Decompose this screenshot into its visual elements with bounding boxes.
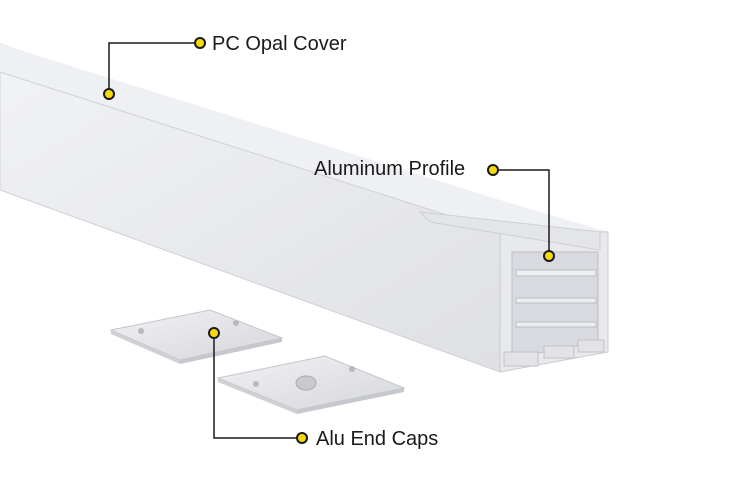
end-cap-1-edge [111,330,180,364]
end-cap-1-hole-b [233,320,239,326]
cover-marker-end [194,37,206,49]
profile-rail-mid [515,297,597,304]
caps-marker-end [296,432,308,444]
profile-marker-point [543,250,555,262]
profile-foot-left [503,351,539,367]
end-cap-1-edge-front [180,338,282,364]
caps-marker-point [208,327,220,339]
profile-rail-low [515,321,597,328]
profile-leader-line [493,169,550,256]
end-cap-2-hole-b [349,366,355,372]
profile-rail-top [515,269,597,277]
end-cap-2-center-hole [295,375,317,391]
profile-foot-mid [543,345,575,359]
cover-leader-line [108,42,200,94]
profile-foot-right [577,339,605,353]
caps-leader-line [213,333,302,439]
profile-marker-end [487,164,499,176]
end-cap-2-edge [218,378,297,414]
cover-marker-point [103,88,115,100]
end-cap-1-hole-a [138,328,144,334]
end-cap-2-hole-a [253,381,259,387]
profile-top-channel [418,211,601,251]
aluminum-profile-label: Aluminum Profile [314,158,466,180]
end-caps-label: Alu End Caps [316,428,439,450]
end-cap-1 [109,309,284,361]
end-cap-2-edge-front [297,388,404,414]
opal-cover-label: PC Opal Cover [212,33,347,55]
